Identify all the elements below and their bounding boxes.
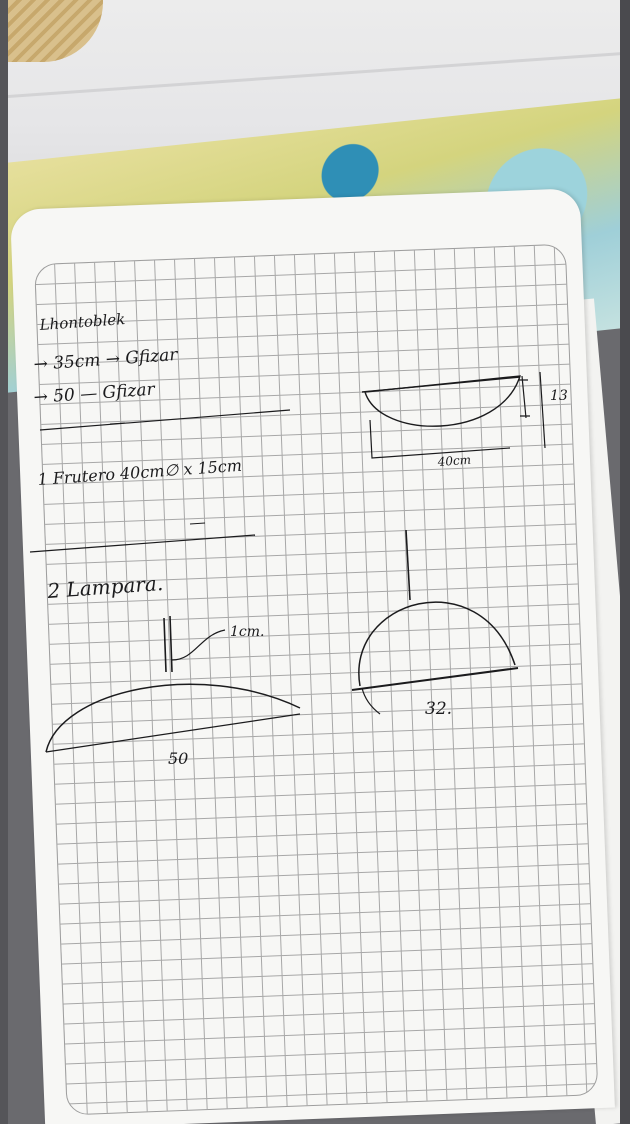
wide-lamp-callout <box>171 629 226 661</box>
fruit-bowl-depth-dim <box>518 375 530 419</box>
left-shadow-edge <box>0 0 8 1124</box>
small-dash-1 <box>109 422 126 425</box>
wide-lamp-base-line <box>45 713 301 753</box>
fruit-bowl-rim <box>361 376 521 393</box>
dome-lamp-base-line <box>351 667 519 691</box>
right-shadow-edge <box>620 0 630 1124</box>
small-dash-2 <box>189 522 206 525</box>
fruit-bowl-depth-label: 13 <box>550 388 568 404</box>
dome-lamp-edge <box>361 687 381 715</box>
fruit-bowl-width-label: 40cm <box>436 453 471 469</box>
fruit-bowl-depth-line <box>539 371 546 449</box>
wide-lamp-shade <box>45 683 301 753</box>
separator-line-2 <box>29 534 256 553</box>
wide-lamp-width-label: 50 <box>168 749 188 768</box>
note-header: Lhontoblek <box>38 310 126 334</box>
note-item-1: 1 Frutero 40cm∅ x 15cm <box>37 456 243 489</box>
dome-lamp-cord <box>405 529 411 601</box>
note-line-2: → 50 — Gfizar <box>33 380 156 408</box>
fruit-bowl-width-dim <box>369 419 511 459</box>
note-item-2: 2 Lampara. <box>46 571 164 603</box>
wide-lamp-cord <box>163 615 173 673</box>
wide-lamp-cord-label: 1cm. <box>230 624 264 640</box>
separator-line-1 <box>39 409 291 431</box>
fruit-bowl-sketch <box>364 375 521 427</box>
note-line-1: → 35cm → Gfizar <box>33 345 179 375</box>
dome-lamp-width-label: 32. <box>425 699 452 719</box>
dome-lamp-shade <box>358 601 516 687</box>
